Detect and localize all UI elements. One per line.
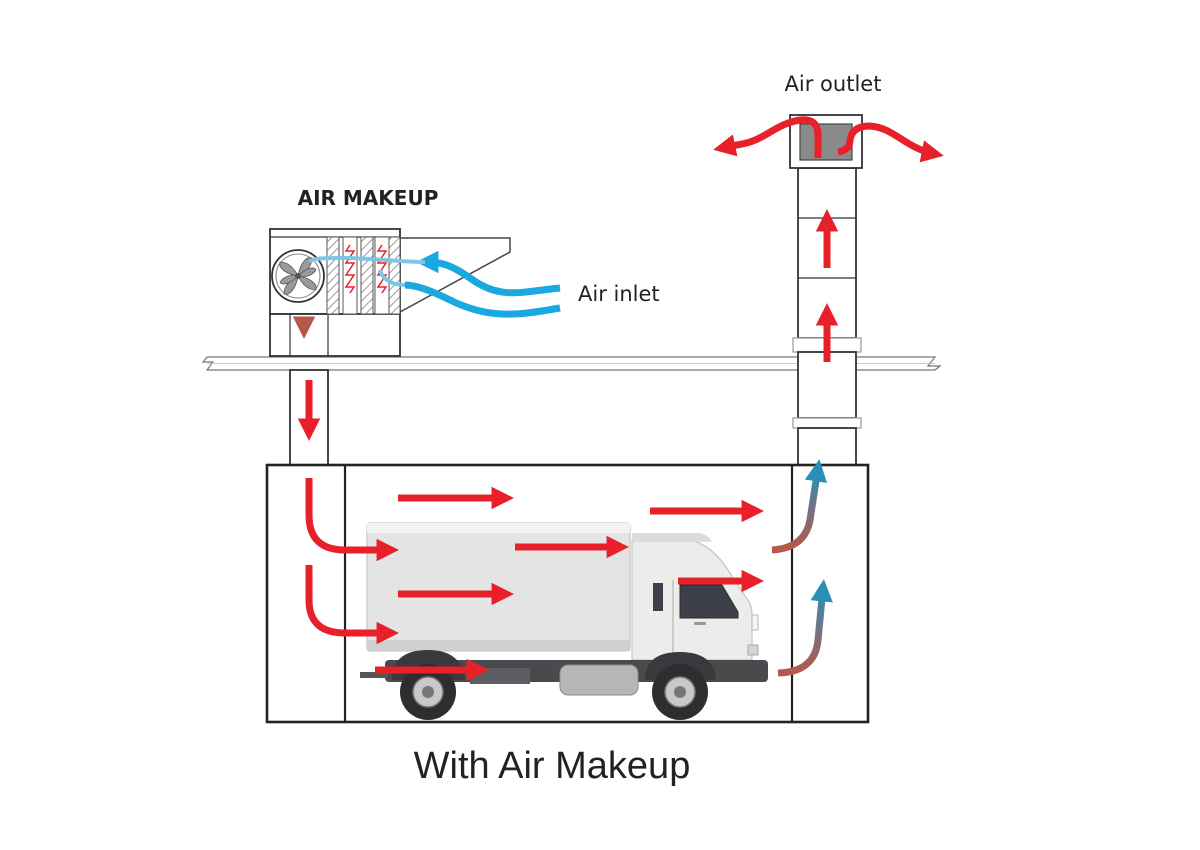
air-makeup-label: AIR MAKEUP — [298, 186, 439, 210]
rear-wheel — [400, 664, 456, 720]
supply-turn-arrow-1 — [305, 478, 399, 562]
roof-slab — [201, 356, 942, 371]
inlet-arrow-1 — [416, 250, 561, 297]
exhaust-curve-arrow-2 — [777, 579, 833, 677]
air-outlet-label: Air outlet — [785, 72, 882, 96]
exhaust-stack — [789, 114, 863, 466]
airflow-arrows — [292, 116, 944, 682]
outlet-arrow-right — [837, 122, 944, 163]
air-makeup-unit — [269, 228, 511, 357]
exhaust-curve-arrow-1 — [771, 459, 828, 554]
filter-icon — [326, 236, 401, 315]
caption: With Air Makeup — [414, 745, 691, 787]
inlet-arrow-2 — [404, 281, 561, 318]
outlet-arrow-left — [713, 116, 822, 158]
air-inlet-label: Air inlet — [578, 282, 660, 306]
truck-icon — [360, 522, 768, 720]
supply-turn-arrow-2 — [305, 565, 399, 645]
front-wheel — [652, 664, 708, 720]
